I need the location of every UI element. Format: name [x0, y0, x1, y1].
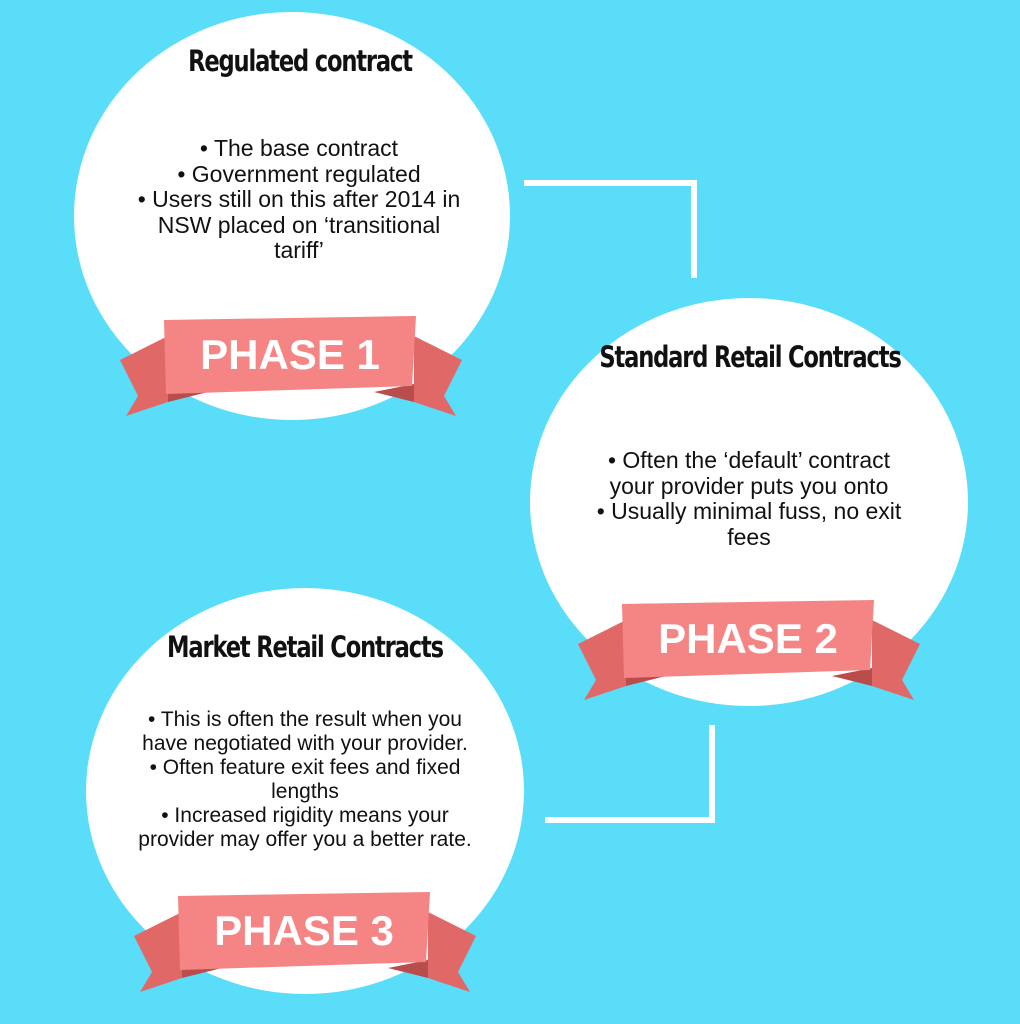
phase-3-title: Market Retail Contracts [167, 630, 444, 664]
bullet-line: • This is often the result when you [148, 708, 462, 731]
phase-1-title: Regulated contract [188, 44, 413, 78]
phase-2-bullets: • Often the ‘default’ contract your prov… [544, 447, 954, 550]
bullet-line: • Users still on this after 2014 in [137, 186, 461, 212]
bullet-line: tariff’ [274, 237, 324, 263]
phase-3-label: PHASE 3 [214, 907, 394, 954]
phase-3-ribbon: PHASE 3 [134, 892, 476, 992]
bullet-line: your provider puts you onto [609, 472, 889, 499]
bullet-line: • Increased rigidity means your [161, 804, 449, 827]
phase-2-ribbon: PHASE 2 [578, 600, 920, 700]
phase-2-title: Standard Retail Contracts [599, 340, 901, 374]
bullet-line: • Government regulated [177, 160, 421, 187]
bullet-line: • Often feature exit fees and fixed [149, 756, 461, 779]
bullet-line: lengths [271, 780, 339, 803]
bullet-line: NSW placed on ‘transitional [157, 211, 441, 238]
phase-1-label: PHASE 1 [200, 331, 380, 378]
connector-phase1-to-phase2 [524, 180, 697, 278]
phase-3-bullets: • This is often the result when you have… [100, 708, 510, 852]
bullet-line: • Usually minimal fuss, no exit [596, 498, 902, 524]
bullet-line: • The base contract [199, 135, 399, 161]
bullet-line: provider may offer you a better rate. [138, 828, 472, 851]
bullet-line: have negotiated with your provider. [142, 732, 468, 755]
phase-1-ribbon: PHASE 1 [120, 316, 462, 416]
phase-1-bullets: • The base contract • Government regulat… [94, 135, 504, 264]
phase-2-label: PHASE 2 [658, 615, 838, 662]
bullet-line: fees [727, 523, 771, 550]
bullet-line: • Often the ‘default’ contract [607, 447, 891, 473]
connector-phase2-to-phase3 [545, 725, 715, 823]
